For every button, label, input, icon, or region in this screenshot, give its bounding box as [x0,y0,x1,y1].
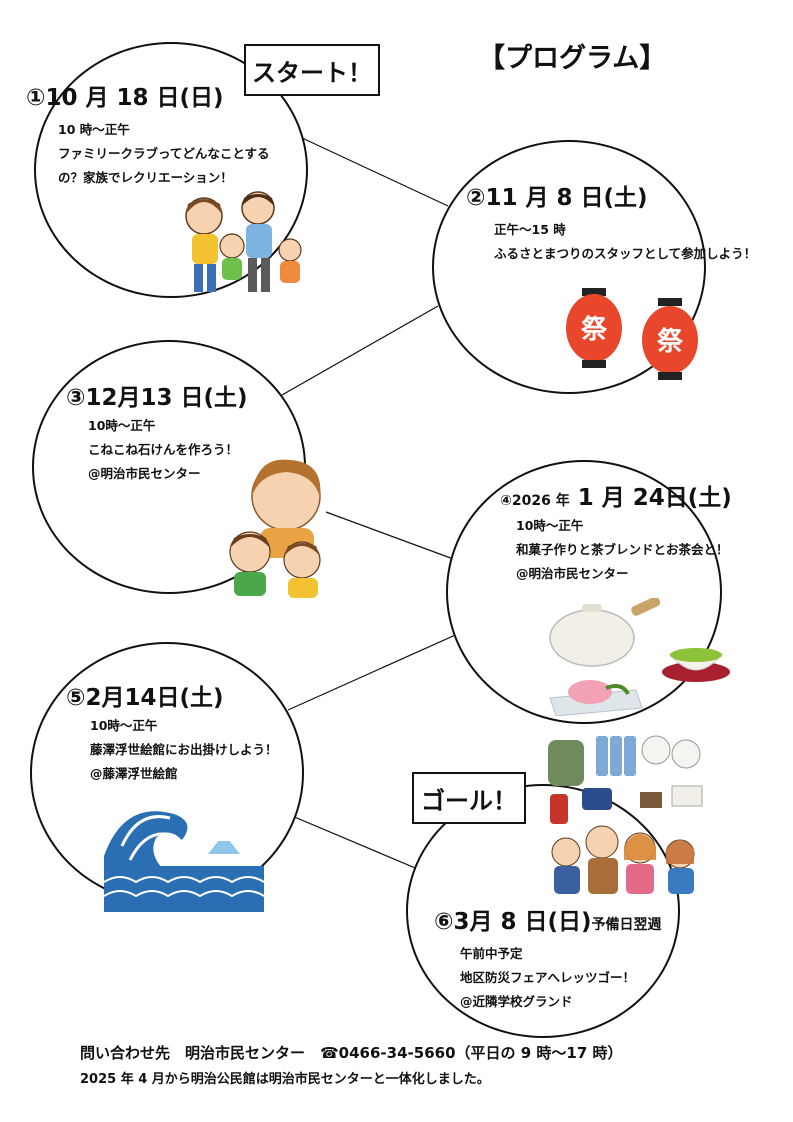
event-4-time: 10時～正午 [516,518,584,533]
lantern-1-text: 祭 [580,315,608,345]
event-circle-6 [406,784,680,1038]
event-4-title-year: ④2026 年 [500,493,570,509]
event-3-desc: こねこね石けんを作ろう！ [88,442,239,457]
event-3-title: ③12月13 日(土) [66,385,248,411]
event-1-title: ①10 月 18 日(日) [26,85,224,111]
footer-contact: 問い合わせ先 明治市民センター ☎0466-34-5660（平日の 9 時～17… [80,1044,623,1062]
event-5-time: 10時～正午 [90,718,158,733]
event-3-time: 10時～正午 [88,418,156,433]
event-6-title-note: 予備日翌週 [591,917,662,933]
event-4-desc: 和菓子作りと茶ブレンドとお茶会と！ [516,542,729,557]
start-label: スタート！ [244,44,380,96]
event-6-desc: 地区防災フェアへレッツゴー！ [460,970,636,985]
family-illustration [185,191,302,292]
footer-note: 2025 年 4 月から明治公民館は明治市民センターと一体化しました。 [80,1072,490,1087]
event-3-place: @明治市民センター [88,466,201,481]
event-1-desc-2: の？家族でレクリエーション！ [58,170,233,185]
event-6-time: 午前中予定 [460,946,523,961]
event-6-title: ⑥3月 8 日(日)予備日翌週 [434,902,662,936]
tea-set-illustration [549,598,730,716]
event-2-title: ②11 月 8 日(土) [466,185,648,211]
lantern-illustration: 祭 祭 [566,288,698,380]
page-title: 【プログラム】 [478,43,667,74]
event-5-title: ⑤2月14日(土) [66,685,224,711]
wave-illustration [104,811,264,912]
goal-label: ゴール！ [412,772,526,824]
event-1-time: 10 時～正午 [58,122,130,137]
event-4-title-date: 1 月 24日(土) [569,485,732,511]
event-5-place: @藤澤浮世絵館 [90,766,178,781]
event-2-desc: ふるさとまつりのスタッフとして参加しよう！ [494,246,757,261]
lantern-2-text: 祭 [656,327,684,357]
event-6-title-date: ⑥3月 8 日(日) [434,909,592,935]
event-4-title: ④2026 年 1 月 24日(土) [500,478,732,512]
disaster-kit-illustration [548,735,703,894]
event-4-place: @明治市民センター [516,566,629,581]
event-5-desc: 藤澤浮世絵館にお出掛けしよう！ [90,742,278,757]
mother-children-illustration [229,459,321,598]
event-2-time: 正午～15 時 [494,222,566,237]
event-1-desc-1: ファミリークラブってどんなことする [58,146,270,161]
event-6-place: @近隣学校グランド [460,994,573,1009]
